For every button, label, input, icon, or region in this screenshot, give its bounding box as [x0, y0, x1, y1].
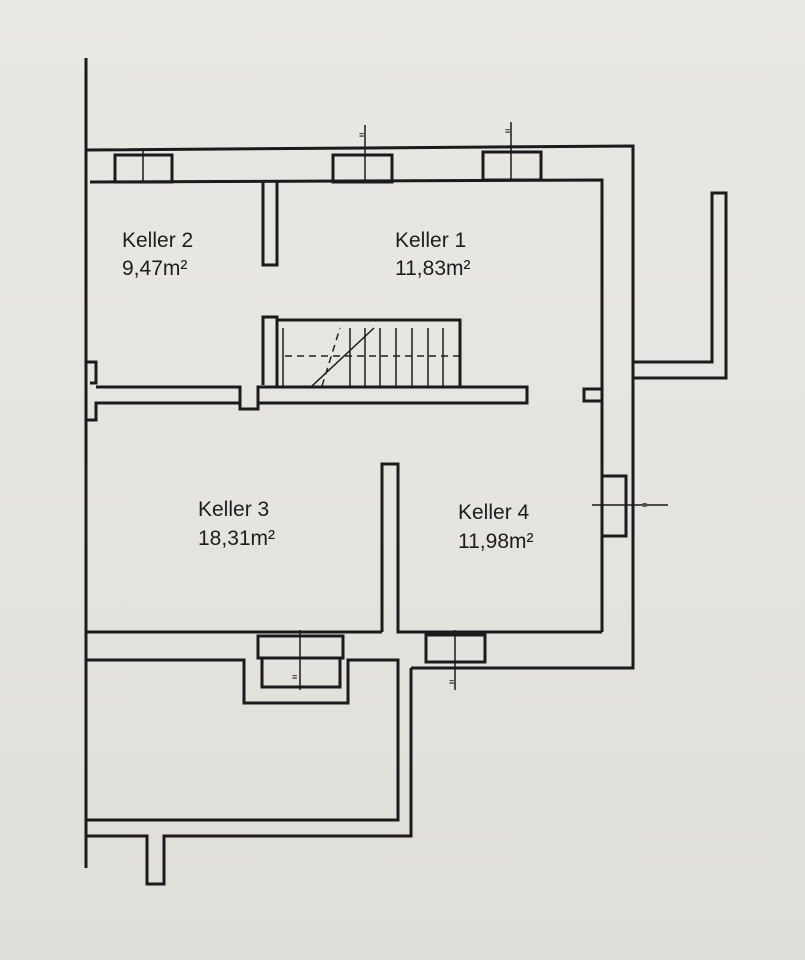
room-keller-1: Keller 1 11,83m²: [395, 229, 470, 280]
room-area: 18,31m²: [198, 527, 275, 550]
window-well-bottom-1: ≡: [256, 630, 345, 690]
svg-text:≡: ≡: [292, 672, 297, 682]
staircase: [282, 327, 460, 387]
svg-text:≡: ≡: [505, 126, 510, 136]
window-well-1: [113, 150, 174, 184]
svg-text:≡: ≡: [359, 130, 364, 140]
outer-walls: [85, 144, 728, 670]
room-keller-2: Keller 2 9,47m²: [122, 229, 193, 280]
room-name: Keller 2: [122, 229, 193, 252]
room-area: 11,83m²: [395, 257, 470, 280]
room-keller-4: Keller 4 11,98m²: [458, 501, 533, 553]
room-name: Keller 3: [198, 498, 269, 521]
svg-text:≡: ≡: [449, 677, 454, 687]
room-area: 9,47m²: [122, 257, 187, 280]
room-area: 11,98m²: [458, 530, 533, 553]
window-well-2: ≡: [331, 125, 394, 184]
svg-text:≡: ≡: [642, 500, 647, 510]
window-well-right: ≡: [592, 474, 668, 538]
room-keller-3: Keller 3 18,31m²: [198, 498, 275, 550]
window-well-bottom-2: ≡: [424, 630, 487, 690]
interior-walls: [86, 182, 602, 886]
room-name: Keller 4: [458, 501, 530, 524]
room-name: Keller 1: [395, 229, 466, 252]
window-well-3: ≡: [481, 122, 543, 182]
